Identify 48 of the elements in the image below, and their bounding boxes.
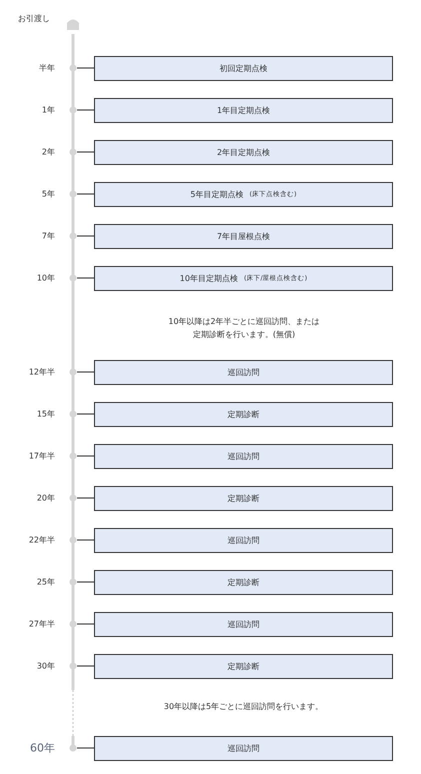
year-label: 半年: [39, 62, 55, 74]
event-text: 1年目定期点検: [216, 104, 270, 116]
event-box: [94, 736, 393, 760]
event-text: 巡回訪問: [228, 366, 260, 378]
year-label: 22年半: [28, 534, 55, 546]
event-text: 定期診断: [228, 660, 260, 672]
event-box: [94, 612, 393, 636]
year-label: 30年: [36, 660, 55, 672]
event-text: 5年目定期点検: [190, 188, 244, 200]
event-text: 初回定期点検: [220, 62, 268, 74]
start-label: お引渡し: [18, 13, 50, 24]
year-label: 25年: [36, 576, 55, 588]
year-label: 20年: [36, 492, 55, 504]
event-box: [94, 182, 393, 206]
event-box: [94, 402, 393, 426]
event-text: 定期診断: [228, 576, 260, 588]
event-box: [94, 224, 393, 248]
event-box: [94, 266, 393, 290]
event-box: [94, 98, 393, 122]
event-box: [94, 56, 393, 80]
event-box: [94, 444, 393, 468]
note-text: 30年以降は5年ごとに巡回訪問を行います。: [162, 701, 324, 713]
event-box: [94, 528, 393, 552]
year-label: 10年: [36, 272, 55, 284]
event-text: 巡回訪問: [228, 534, 260, 546]
year-label: 12年半: [28, 366, 55, 378]
event-box: [94, 140, 393, 164]
event-box: [94, 654, 393, 678]
year-label: 27年半: [28, 618, 55, 630]
year-label: 1年: [42, 104, 55, 116]
event-box: [94, 360, 393, 384]
event-text: 定期診断: [228, 408, 260, 420]
event-box: [94, 486, 393, 510]
note-text: 10年以降は2年半ごとに巡回訪問、または定期診断を行います。(無償): [168, 316, 320, 341]
event-text: 巡回訪問: [228, 450, 260, 462]
year-label: 2年: [42, 146, 55, 158]
year-label: 60年: [30, 740, 55, 756]
year-label: 5年: [42, 188, 55, 200]
event-text: 巡回訪問: [228, 742, 260, 754]
event-text: 2年目定期点検: [216, 146, 270, 158]
event-box: [94, 570, 393, 594]
event-text: 定期診断: [228, 492, 260, 504]
year-label: 17年半: [28, 450, 55, 462]
event-text: 10年目定期点検: [180, 272, 238, 284]
year-label: 15年: [36, 408, 55, 420]
event-text: 7年目屋根点検: [216, 230, 270, 242]
year-label: 7年: [42, 230, 55, 242]
event-text: 巡回訪問: [228, 618, 260, 630]
